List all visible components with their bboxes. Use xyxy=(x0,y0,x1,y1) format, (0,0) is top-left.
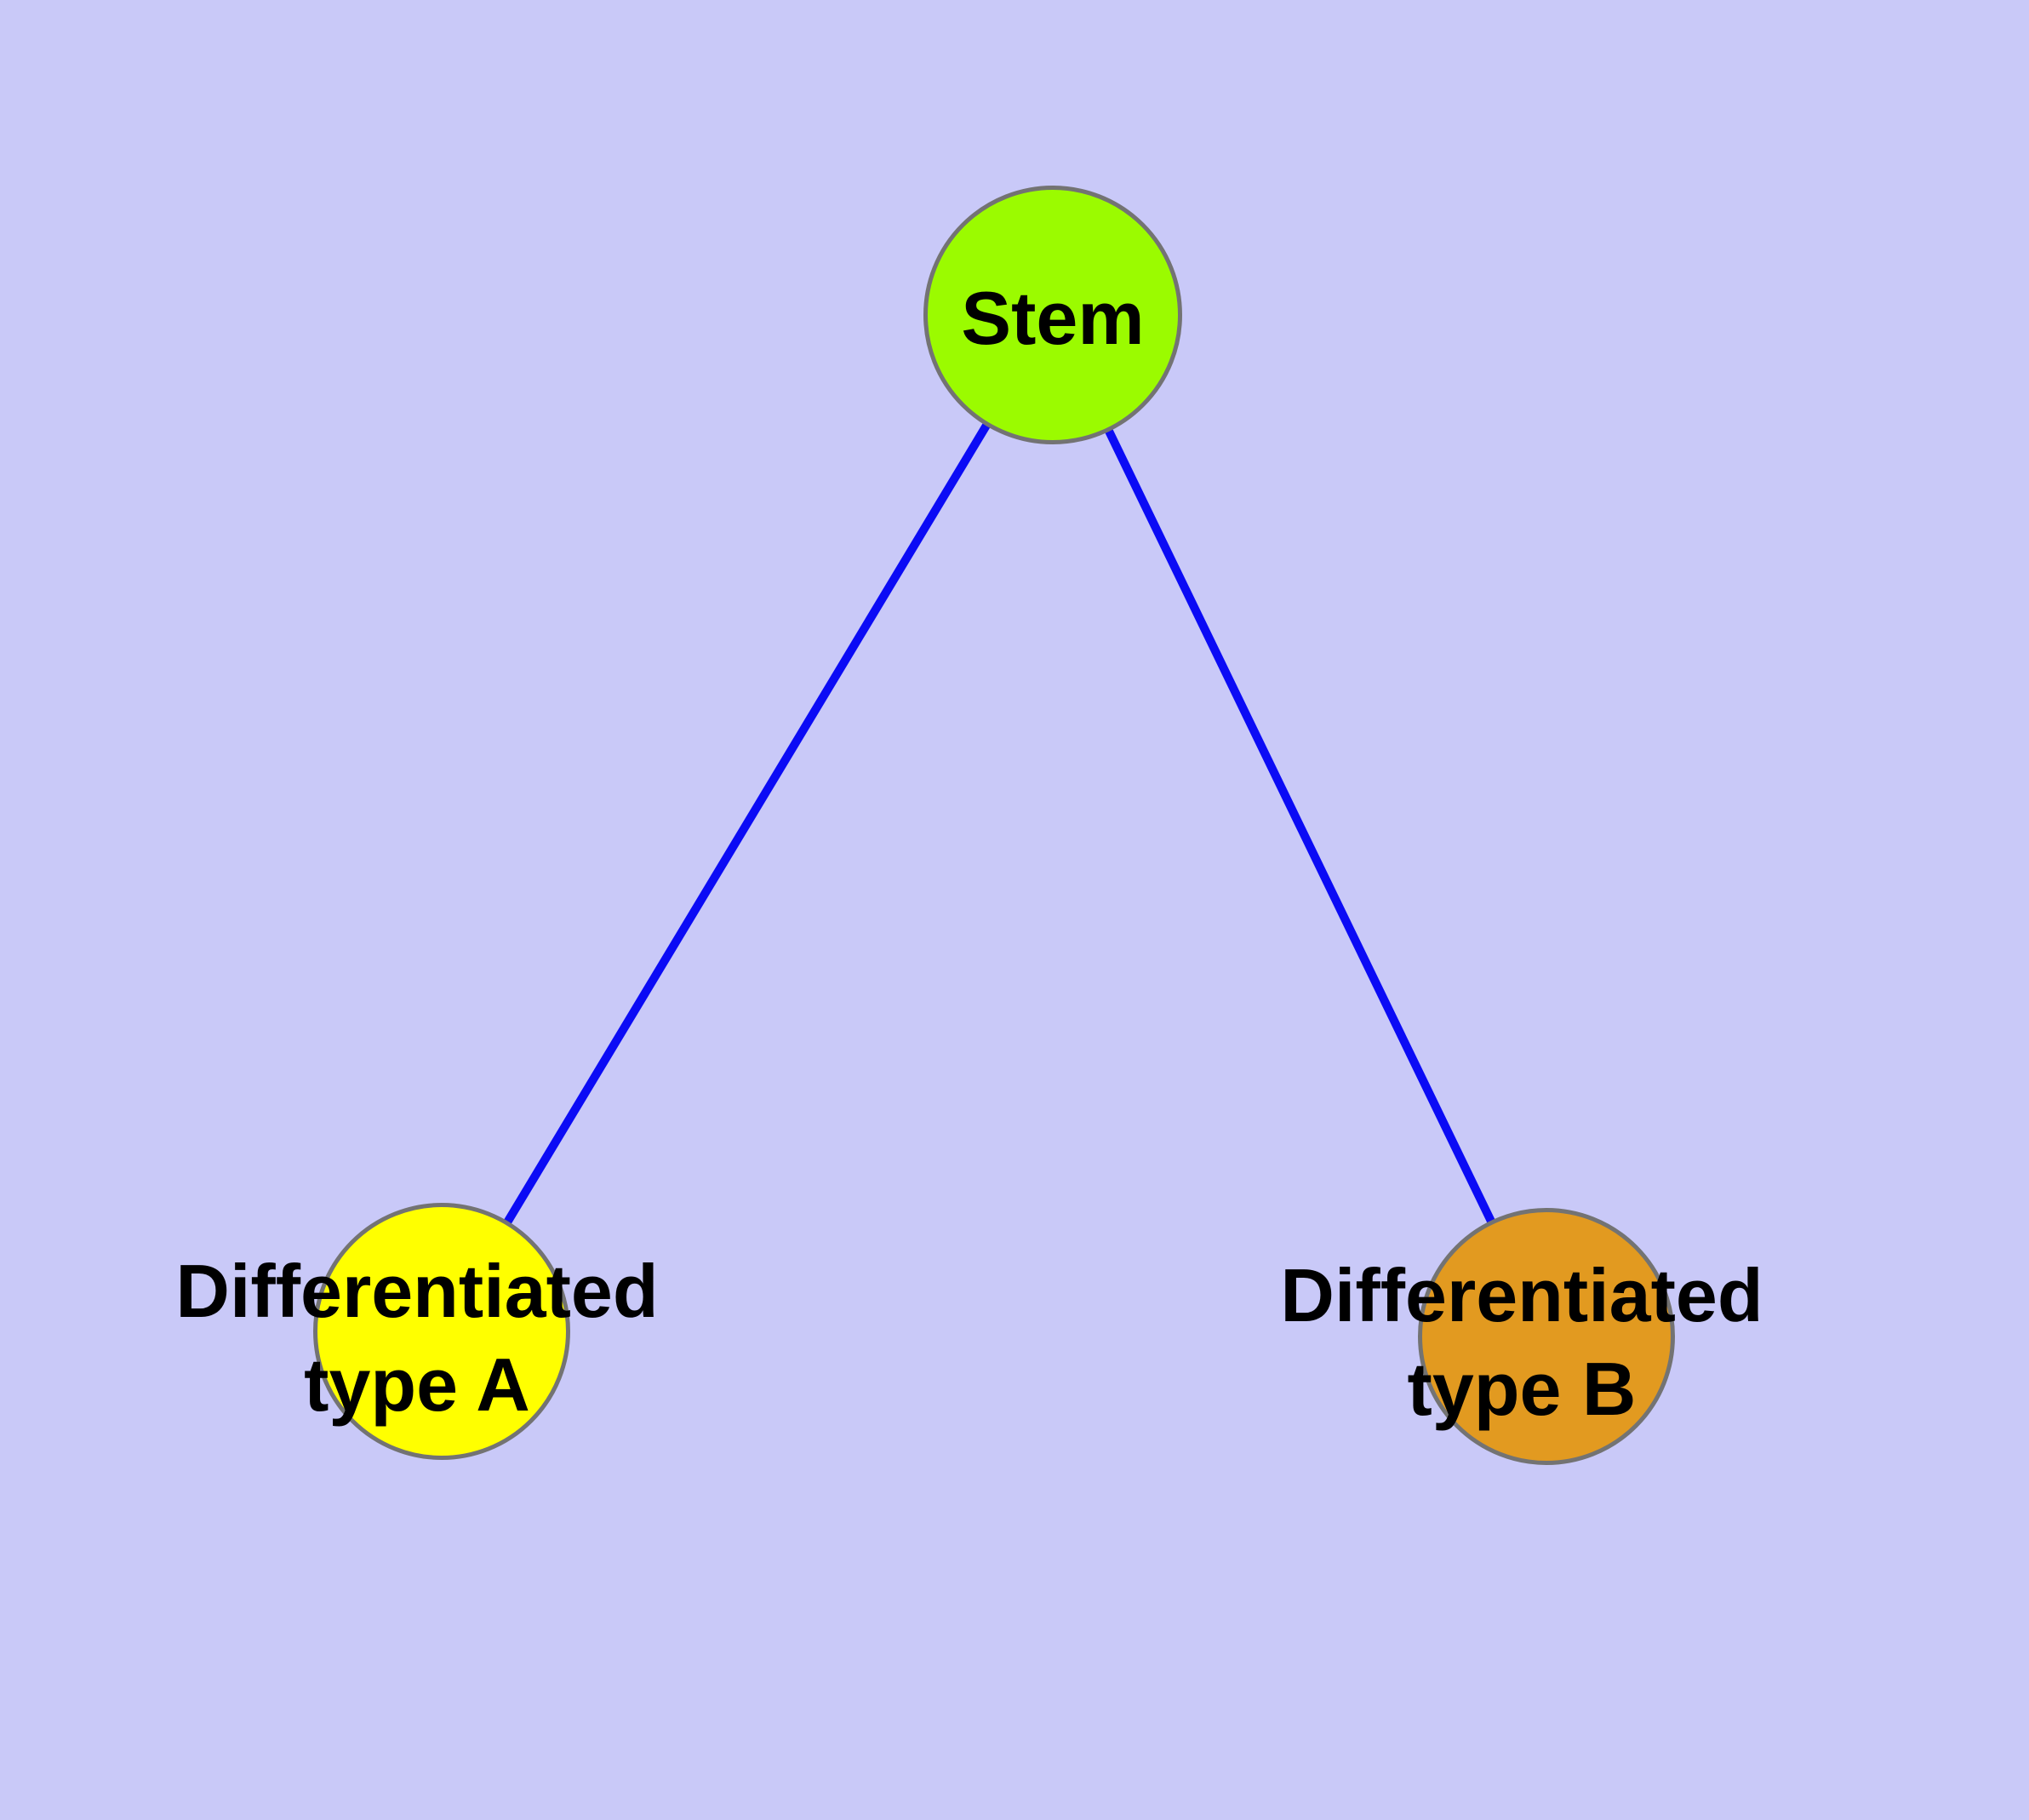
node-stem-label: Stem xyxy=(961,276,1145,360)
edge-stem-to-diff-b[interactable] xyxy=(1049,312,1551,1338)
node-differentiated-type-b-label-line2: type B xyxy=(1407,1347,1637,1431)
node-stem[interactable] xyxy=(923,186,1182,444)
edge-stem-to-diff-a[interactable] xyxy=(437,312,1057,1334)
node-differentiated-type-b-label: Differentiated type B xyxy=(1280,1249,1763,1436)
node-differentiated-type-b[interactable] xyxy=(1418,1208,1675,1465)
node-differentiated-type-a[interactable] xyxy=(313,1203,570,1460)
node-differentiated-type-a-label: Differentiated type A xyxy=(175,1245,658,1432)
node-differentiated-type-b-label-line1: Differentiated xyxy=(1280,1253,1763,1337)
node-differentiated-type-a-label-line2: type A xyxy=(304,1342,530,1427)
node-differentiated-type-a-label-line1: Differentiated xyxy=(175,1249,659,1333)
